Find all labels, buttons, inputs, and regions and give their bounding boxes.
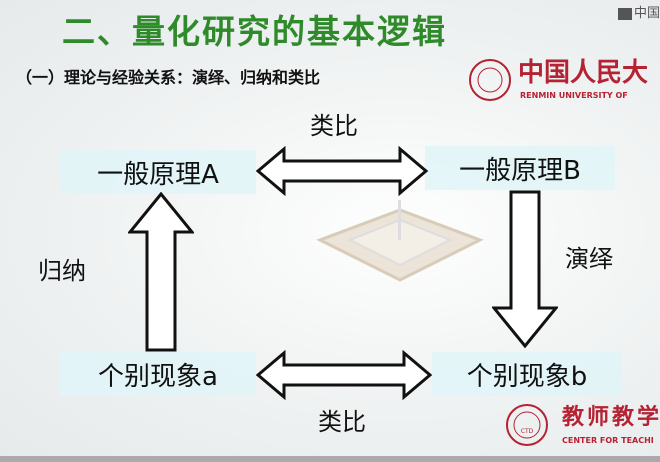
ctd-seal-text: CTD: [521, 428, 534, 435]
box-principle-a: 一般原理A: [60, 150, 256, 194]
ruc-seal-icon: [469, 59, 511, 101]
slide-subtitle: （一）理论与经验关系：演绎、归纳和类比: [16, 68, 321, 87]
arrow-down-deduction: [492, 190, 558, 348]
ruc-logo-cn: 中国人民大: [518, 58, 649, 88]
label-induction: 归纳: [38, 257, 86, 285]
corner-logo: 中国: [617, 6, 660, 22]
box-case-a: 个别现象a: [60, 352, 256, 396]
ruc-logo-en: RENMIN UNIVERSITY OF: [520, 91, 628, 100]
ctd-logo-en: CENTER FOR TEACHI: [562, 436, 654, 445]
box-principle-b: 一般原理B: [425, 146, 615, 190]
label-analogy-top: 类比: [310, 112, 358, 140]
double-arrow-top: [256, 146, 428, 196]
label-analogy-bottom: 类比: [318, 408, 366, 436]
box-case-b: 个别现象b: [432, 352, 622, 396]
decorative-image: [316, 200, 484, 282]
slide-title: 二、量化研究的基本逻辑: [62, 12, 447, 51]
ctd-seal-icon: CTD: [506, 404, 548, 446]
ctd-logo-cn: 教师教学发: [562, 405, 660, 430]
arrow-up-induction: [128, 192, 194, 352]
double-arrow-bottom: [256, 350, 432, 400]
corner-logo-text: 中国: [633, 6, 660, 21]
bottom-bar: [0, 456, 660, 462]
label-deduction: 演绎: [565, 245, 613, 273]
